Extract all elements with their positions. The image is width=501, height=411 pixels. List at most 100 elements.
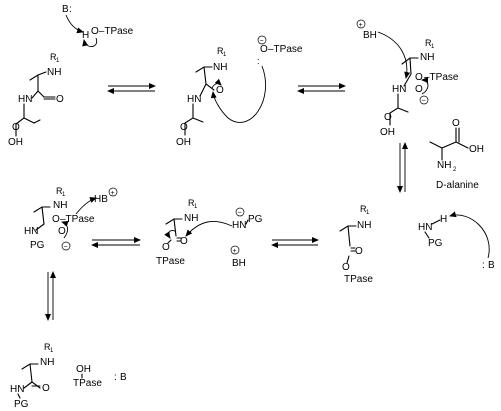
svg-text:1: 1: [366, 210, 370, 216]
svg-text:O: O: [180, 236, 188, 247]
svg-text:HN: HN: [392, 84, 406, 95]
equilibrium-6-vertical: [45, 271, 56, 321]
svg-text:O: O: [452, 118, 460, 129]
bh-plus-label: BH: [363, 30, 377, 41]
svg-text:TPase: TPase: [73, 378, 102, 389]
serine-oxygen-tpase: O–TPase: [91, 26, 134, 37]
carbonyl-o: O: [56, 94, 64, 105]
r-group-label: R: [50, 52, 57, 62]
svg-text:TPase: TPase: [156, 256, 185, 267]
svg-text:O: O: [180, 122, 188, 133]
svg-text:1: 1: [62, 192, 66, 198]
svg-text:−: −: [64, 244, 68, 251]
base-label: B: [62, 4, 69, 15]
svg-text:HB: HB: [94, 194, 108, 205]
svg-text:R: R: [217, 46, 224, 56]
bond-d-ala: [15, 103, 35, 125]
svg-text:R: R: [425, 38, 432, 48]
svg-text:1: 1: [194, 204, 198, 210]
tetrahedral-intermediate-2: R 1 NH HB + O –TPase O − HN PG: [24, 186, 118, 251]
bond-alpha: [37, 74, 45, 98]
svg-text:O: O: [415, 72, 423, 83]
arrow-deprotonate-amine: [449, 211, 490, 259]
svg-text:O: O: [162, 242, 170, 253]
svg-text:R: R: [44, 342, 51, 352]
svg-text:B: B: [488, 260, 495, 271]
svg-text:PG: PG: [428, 238, 443, 249]
alkoxide-attack-intermediate: R 1 NH O HN O OH O –TPase − :: [176, 35, 303, 148]
svg-text:PG: PG: [248, 214, 263, 225]
svg-text:–TPase: –TPase: [60, 214, 95, 225]
svg-text:H: H: [440, 214, 447, 225]
svg-text:PG: PG: [14, 399, 29, 410]
svg-text:O: O: [58, 226, 66, 237]
d-alanine-product: O OH NH 2 D-alanine: [429, 118, 484, 191]
svg-text:O: O: [384, 112, 392, 123]
svg-text:HN: HN: [232, 220, 246, 231]
amine-nucleophile: H HN PG : B: [418, 211, 495, 271]
svg-text:+: +: [233, 248, 237, 255]
equilibrium-5: [91, 237, 141, 248]
svg-text:PG: PG: [30, 240, 45, 251]
arrow-oh-bond: [82, 37, 98, 47]
arrow-base-to-h: [65, 14, 84, 34]
svg-text:−: −: [238, 210, 242, 217]
acyl-enzyme-right: R 1 NH O O TPase: [339, 204, 373, 285]
bond-amide: [31, 90, 39, 99]
arrow-amide-attack: [185, 220, 233, 237]
equilibrium-4: [271, 237, 319, 248]
acid-oh: OH: [8, 137, 23, 148]
regenerated-enzyme: OH TPase : B: [73, 364, 127, 389]
svg-text:B: B: [120, 372, 127, 383]
svg-text:HN: HN: [187, 94, 201, 105]
carbonyl-o-2: O: [216, 85, 224, 96]
d-alanine-label: D-alanine: [436, 180, 479, 191]
svg-text:2: 2: [453, 167, 457, 173]
svg-text:NH: NH: [184, 213, 198, 224]
svg-text::: :: [482, 260, 485, 271]
svg-text:HN: HN: [24, 226, 38, 237]
svg-text:NH: NH: [437, 160, 451, 171]
svg-text:OH: OH: [469, 144, 484, 155]
r-subscript: 1: [56, 58, 60, 64]
svg-text:R: R: [188, 198, 195, 208]
svg-text::: :: [257, 56, 260, 66]
svg-text:BH: BH: [232, 258, 246, 269]
arrow-carbonyl-pi: [211, 78, 222, 89]
svg-text:NH: NH: [40, 357, 54, 368]
arrow-nucleophilic-attack: [210, 65, 267, 123]
svg-text:O: O: [342, 262, 350, 273]
equilibrium-2: [297, 83, 346, 94]
svg-text:1: 1: [50, 348, 54, 354]
svg-text:+: +: [111, 190, 115, 197]
alkoxide-charge: −: [260, 38, 264, 45]
svg-text:HN: HN: [10, 384, 24, 395]
svg-text:–TPase: –TPase: [424, 72, 459, 83]
svg-text:O: O: [355, 246, 363, 257]
transpeptidation-product: R 1 NH O HN PG: [10, 342, 54, 410]
base-and-serine-group: B : H O–TPase: [62, 4, 134, 47]
svg-text:1: 1: [431, 44, 435, 50]
svg-text:NH: NH: [53, 200, 67, 211]
svg-text:TPase: TPase: [344, 274, 373, 285]
svg-text:R: R: [56, 186, 63, 196]
svg-text:OH: OH: [76, 364, 91, 375]
arrow-proton-transfer: [377, 31, 411, 79]
equilibrium-1: [107, 83, 156, 94]
amine-nh: NH: [47, 67, 61, 78]
equilibrium-3-vertical: [397, 142, 408, 193]
svg-text:NH: NH: [213, 62, 227, 73]
svg-text:+: +: [359, 22, 363, 29]
svg-text:O: O: [415, 84, 423, 95]
svg-text:R: R: [360, 204, 367, 214]
amide-hn: HN: [18, 94, 32, 105]
svg-text:OH: OH: [380, 127, 395, 138]
hydrogen-label: H: [82, 30, 89, 41]
bond-methyl-2: [33, 119, 41, 124]
svg-text:1: 1: [223, 52, 227, 58]
acyl-enzyme-center: R 1 NH O O TPase HN PG − + BH: [156, 198, 263, 269]
alkoxide-o: O: [260, 44, 268, 55]
svg-text:NH: NH: [420, 52, 434, 63]
